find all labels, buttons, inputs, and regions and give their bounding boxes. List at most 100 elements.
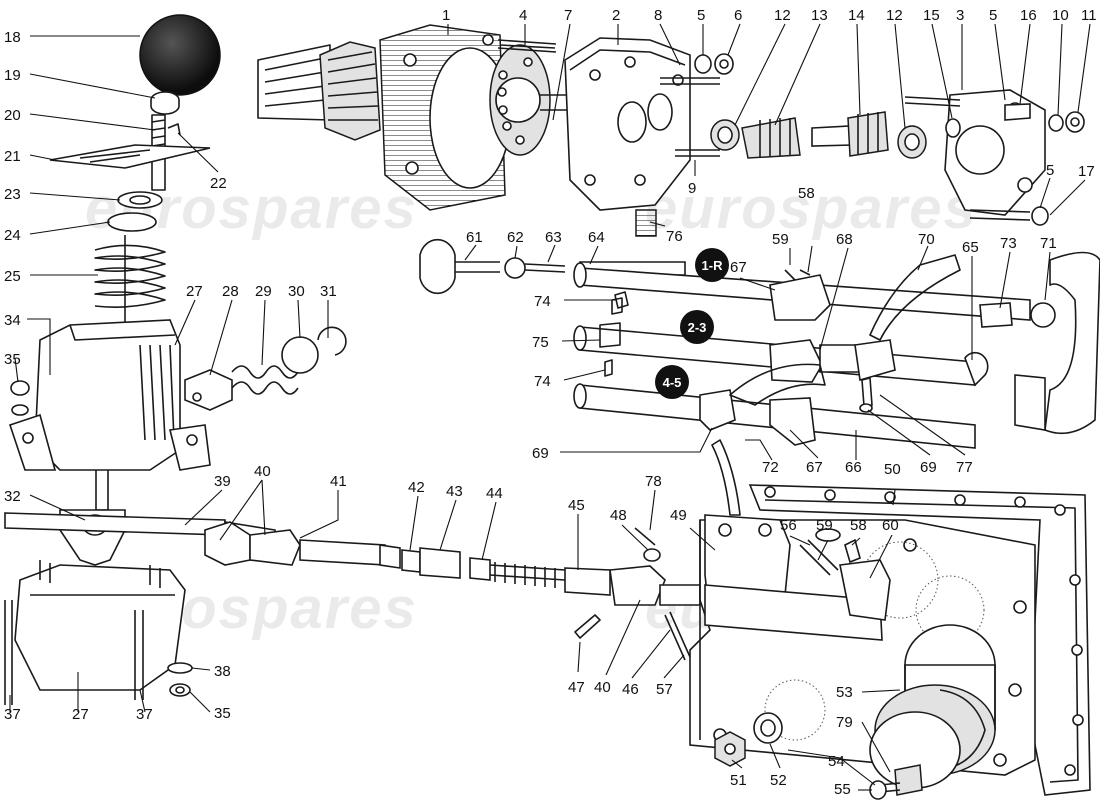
callout-61: 61 <box>466 229 483 246</box>
callout-28: 28 <box>222 283 239 300</box>
callout-30: 30 <box>288 283 305 300</box>
callout-2: 2 <box>612 7 620 24</box>
callout-37: 37 <box>4 706 21 723</box>
callout-13: 13 <box>811 7 828 24</box>
callout-22: 22 <box>210 175 227 192</box>
linkage-bracket <box>4 509 226 705</box>
callout-48: 48 <box>610 507 627 524</box>
callout-1: 1 <box>442 7 450 24</box>
callout-37: 37 <box>136 706 153 723</box>
lever-housing <box>8 319 211 511</box>
callout-53: 53 <box>836 684 853 701</box>
watermark: eurospares <box>645 176 978 241</box>
callout-51: 51 <box>730 772 747 789</box>
callout-5: 5 <box>697 7 705 24</box>
callout-7: 7 <box>564 7 572 24</box>
callout-32: 32 <box>4 488 21 505</box>
callout-40: 40 <box>254 463 271 480</box>
callout-27: 27 <box>72 706 89 723</box>
callout-5: 5 <box>989 7 997 24</box>
callout-5: 5 <box>1046 162 1054 179</box>
callout-74: 74 <box>534 293 551 310</box>
callout-71: 71 <box>1040 235 1057 252</box>
pump-gears <box>710 111 927 159</box>
callout-78: 78 <box>645 473 662 490</box>
callout-29: 29 <box>255 283 272 300</box>
callout-50: 50 <box>884 461 901 478</box>
callout-41: 41 <box>330 473 347 490</box>
callout-55: 55 <box>834 781 851 798</box>
callout-52: 52 <box>770 772 787 789</box>
badge-1r-label: 1-R <box>702 258 724 273</box>
callout-27: 27 <box>186 283 203 300</box>
badge-1r-circle <box>695 248 729 282</box>
callout-34: 34 <box>4 312 21 329</box>
callout-66: 66 <box>845 459 862 476</box>
callout-75: 75 <box>532 334 549 351</box>
callout-35: 35 <box>214 705 231 722</box>
callout-23: 23 <box>4 186 21 203</box>
callout-62: 62 <box>507 229 524 246</box>
callout-14: 14 <box>848 7 865 24</box>
callout-69: 69 <box>920 459 937 476</box>
gear-badges: 1-R 2-3 4-5 <box>655 248 729 399</box>
callout-45: 45 <box>568 497 585 514</box>
callout-12: 12 <box>774 7 791 24</box>
callout-58: 58 <box>850 517 867 534</box>
callout-47: 47 <box>568 679 585 696</box>
callout-12: 12 <box>886 7 903 24</box>
callout-72: 72 <box>762 459 779 476</box>
oil-pump-body <box>564 37 734 237</box>
callout-17: 17 <box>1078 163 1095 180</box>
callout-16: 16 <box>1020 7 1037 24</box>
callout-44: 44 <box>486 485 503 502</box>
callout-31: 31 <box>320 283 337 300</box>
callout-74: 74 <box>534 373 551 390</box>
callout-49: 49 <box>670 507 687 524</box>
gearbox-cover <box>689 484 1091 800</box>
callout-59: 59 <box>772 231 789 248</box>
selector-rods <box>419 238 1100 516</box>
callout-68: 68 <box>836 231 853 248</box>
callout-77: 77 <box>956 459 973 476</box>
callout-9: 9 <box>688 180 696 197</box>
gear-knob <box>139 14 221 96</box>
callout-79: 79 <box>836 714 853 731</box>
callout-59: 59 <box>816 517 833 534</box>
callout-25: 25 <box>4 268 21 285</box>
callout-56: 56 <box>780 517 797 534</box>
callout-38: 38 <box>214 663 231 680</box>
badge-23-circle <box>680 310 714 344</box>
callout-76: 76 <box>666 228 683 245</box>
callout-73: 73 <box>1000 235 1017 252</box>
gear-lever-assembly <box>49 14 221 330</box>
badge-45-circle <box>655 365 689 399</box>
pump-cover <box>904 89 1085 226</box>
leader-lines <box>9 23 1091 791</box>
callout-4: 4 <box>519 7 527 24</box>
callout-8: 8 <box>654 7 662 24</box>
callout-24: 24 <box>4 227 21 244</box>
callout-21: 21 <box>4 148 21 165</box>
callout-67: 67 <box>730 259 747 276</box>
callout-70: 70 <box>918 231 935 248</box>
callout-6: 6 <box>734 7 742 24</box>
callout-11: 11 <box>1081 7 1097 24</box>
callout-46: 46 <box>622 681 639 698</box>
callout-labels: 1 4 7 2 8 5 6 12 13 14 12 15 3 5 16 10 1… <box>4 7 1097 798</box>
callout-15: 15 <box>923 7 940 24</box>
callout-60: 60 <box>882 517 899 534</box>
callout-57: 57 <box>656 681 673 698</box>
callout-3: 3 <box>956 7 964 24</box>
callout-67: 67 <box>806 459 823 476</box>
callout-18: 18 <box>4 29 21 46</box>
detent-parts <box>184 326 347 411</box>
callout-39: 39 <box>214 473 231 490</box>
callout-65: 65 <box>962 239 979 256</box>
callout-20: 20 <box>4 107 21 124</box>
callout-54: 54 <box>828 753 845 770</box>
callout-40: 40 <box>594 679 611 696</box>
callout-63: 63 <box>545 229 562 246</box>
callout-19: 19 <box>4 67 21 84</box>
callout-64: 64 <box>588 229 605 246</box>
